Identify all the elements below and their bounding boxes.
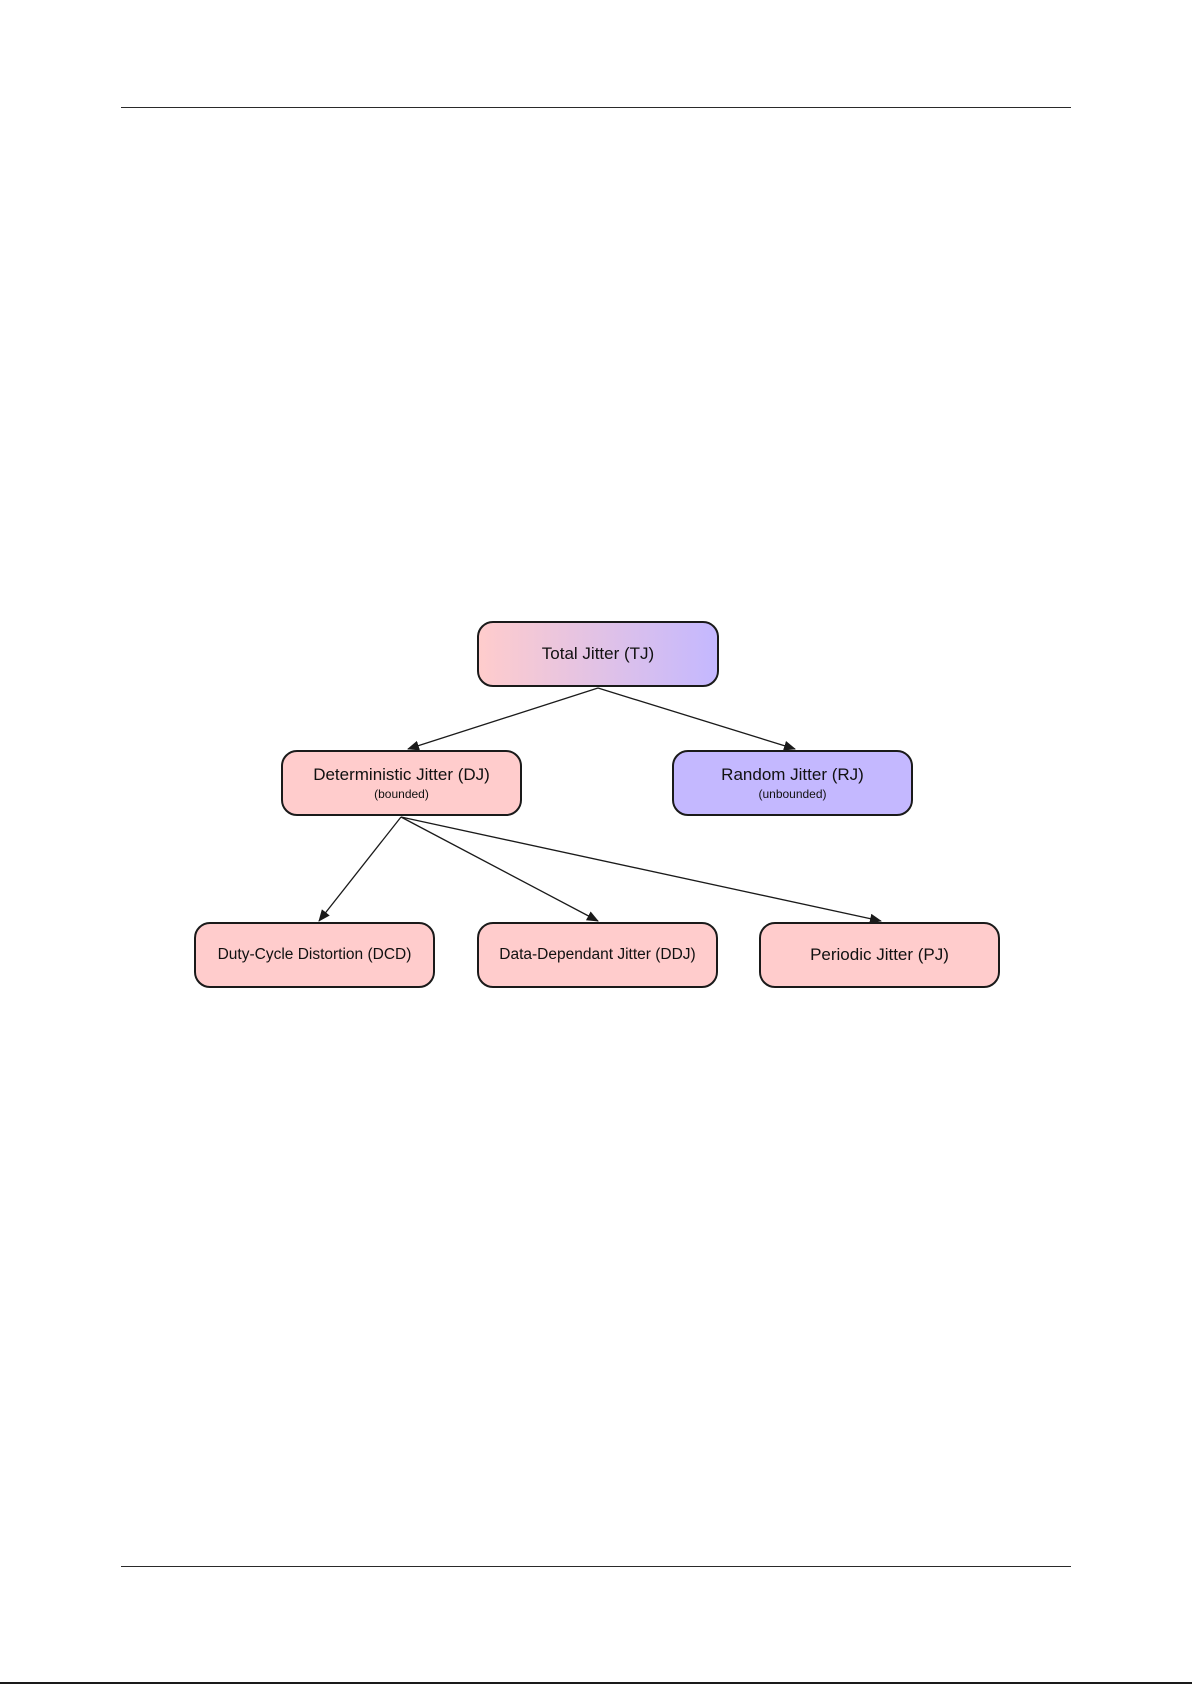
node-duty-cycle-distortion: Duty-Cycle Distortion (DCD): [194, 922, 435, 988]
node-random-jitter: Random Jitter (RJ) (unbounded): [672, 750, 913, 816]
page-bottom-edge: [0, 1682, 1192, 1684]
node-periodic-jitter-label: Periodic Jitter (PJ): [810, 945, 949, 965]
node-total-jitter-label: Total Jitter (TJ): [542, 644, 654, 664]
node-periodic-jitter: Periodic Jitter (PJ): [759, 922, 1000, 988]
node-random-jitter-sublabel: (unbounded): [758, 787, 826, 801]
edge-dj-to-pj: [401, 817, 881, 921]
footer-rule: [121, 1566, 1071, 1567]
edge-total-to-dj: [408, 688, 598, 749]
edge-total-to-rj: [598, 688, 795, 749]
edge-dj-to-dcd: [319, 817, 401, 921]
node-total-jitter: Total Jitter (TJ): [477, 621, 719, 687]
node-data-dependant-jitter-label: Data-Dependant Jitter (DDJ): [499, 945, 695, 965]
node-duty-cycle-distortion-label: Duty-Cycle Distortion (DCD): [218, 945, 412, 965]
node-data-dependant-jitter: Data-Dependant Jitter (DDJ): [477, 922, 718, 988]
node-deterministic-jitter: Deterministic Jitter (DJ) (bounded): [281, 750, 522, 816]
node-deterministic-jitter-sublabel: (bounded): [374, 787, 429, 801]
node-random-jitter-label: Random Jitter (RJ): [721, 765, 864, 785]
node-deterministic-jitter-label: Deterministic Jitter (DJ): [313, 765, 490, 785]
edge-dj-to-ddj: [401, 817, 598, 921]
